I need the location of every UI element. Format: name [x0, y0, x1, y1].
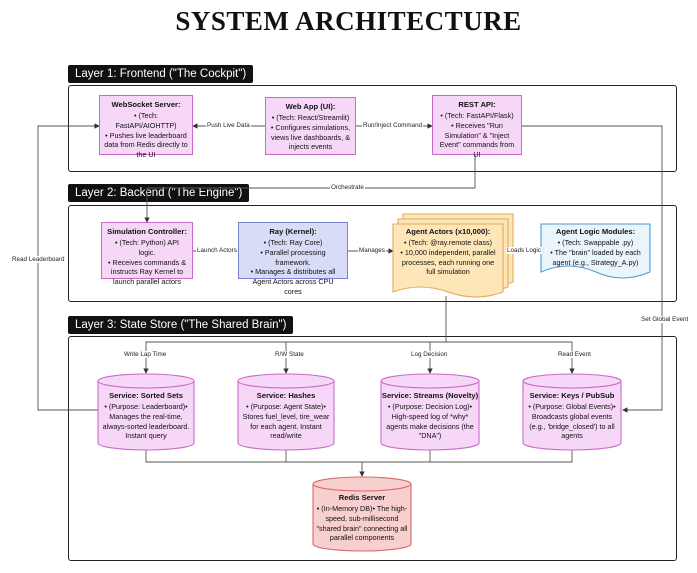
- label-run-inject: Run/Inject Command: [362, 122, 424, 129]
- node-line: • (Purpose: Global Events): [528, 402, 614, 412]
- label-manages: Manages: [358, 247, 386, 254]
- edge-actors-bus: [143, 296, 447, 374]
- label-push-live: Push Live Data: [206, 122, 251, 129]
- node-title: REST API:: [458, 100, 496, 109]
- agent-logic-shape: [540, 223, 651, 279]
- label-log-decision: Log Decision: [410, 351, 449, 358]
- node-line: • Receives "Run Simulation" & "Inject Ev…: [439, 120, 515, 160]
- node-line: • (Purpose: Agent State): [246, 402, 324, 412]
- label-launch-actors: Launch Actors: [196, 247, 238, 254]
- diagram-title: SYSTEM ARCHITECTURE: [175, 6, 522, 36]
- node-line: • Receives commands & instructs Ray Kern…: [107, 257, 186, 287]
- label-orchestrate: Orchestrate: [330, 184, 365, 191]
- hashes-cylinder: [237, 373, 335, 451]
- pubsub-cylinder: [522, 373, 622, 451]
- streams-node: Service: Streams (Novelty) • (Purpose: De…: [381, 391, 479, 441]
- node-line: • (Tech: React/Streamlit): [271, 113, 350, 123]
- sorted-sets-node: Service: Sorted Sets • (Purpose: Leaderbo…: [98, 391, 194, 441]
- label-rw-state: R/W State: [274, 351, 305, 358]
- node-line: • Pushes live leaderboard data from Redi…: [104, 130, 188, 160]
- websocket-server-node: WebSocket Server: • (Tech: FastAPI/AIOHTT…: [99, 95, 193, 159]
- node-line: • (Tech: Ray Core): [263, 238, 323, 248]
- streams-cylinder: [380, 373, 480, 451]
- backend-layer-label: Layer 2: Backend ("The Engine"): [68, 184, 250, 202]
- label-loads-logic: Loads Logic: [506, 247, 542, 254]
- node-title: Agent Logic Modules:: [555, 227, 636, 236]
- sorted-sets-cylinder: [97, 373, 195, 451]
- ray-kernel-node: Ray (Kernel): • (Tech: Ray Core)• Paralle…: [238, 222, 348, 296]
- node-line: • Manages the real-time, always-sorted l…: [102, 402, 190, 441]
- simulation-controller-node: Simulation Controller: • (Tech: Python) A…: [101, 222, 193, 286]
- node-title: Web App (UI):: [285, 102, 336, 111]
- label-read-leaderboard: Read Leaderboard: [11, 256, 66, 263]
- label-write-lap: Write Lap Time: [123, 351, 168, 358]
- pubsub-node: Service: Keys / PubSub • (Purpose: Global…: [523, 391, 621, 441]
- node-line: • Configures simulations, views live das…: [270, 122, 351, 152]
- hashes-node: Service: Hashes • (Purpose: Agent State)•…: [238, 391, 334, 441]
- node-line: • (Tech: FastAPI/Flask): [440, 111, 514, 121]
- node-title: Service: Keys / PubSub: [529, 391, 615, 400]
- node-line: • (Tech: FastAPI/AIOHTTP): [115, 111, 177, 130]
- node-line: • (Tech: Python) API logic.: [114, 238, 180, 257]
- node-title: Redis Server: [338, 493, 386, 502]
- agent-logic-node: Agent Logic Modules: • (Tech: Swappable .…: [541, 224, 650, 272]
- node-title: Ray (Kernel):: [269, 227, 317, 236]
- label-read-event: Read Event: [557, 351, 592, 358]
- edge-services-bus: [145, 450, 573, 463]
- frontend-layer-label: Layer 1: Frontend ("The Cockpit"): [68, 65, 254, 83]
- node-line: • Manages & distributes all Agent Actors…: [250, 267, 336, 296]
- store-layer-label: Layer 3: State Store ("The Shared Brain"…: [68, 316, 294, 334]
- edge-read-leaderboard: [37, 123, 100, 411]
- node-title: Simulation Controller:: [107, 227, 187, 236]
- node-line: • The high-speed, sub-millisecond "share…: [316, 504, 408, 543]
- redis-cylinder: [312, 476, 412, 552]
- edge-set-global: [522, 125, 663, 413]
- node-line: • (Tech: @ray.remote class): [404, 238, 492, 248]
- node-title: Agent Actors (x10,000):: [405, 227, 491, 236]
- node-line: • Stores fuel_level, tire_wear for each …: [242, 402, 330, 441]
- node-line: • 10,000 independent, parallel processes…: [400, 247, 496, 277]
- rest-api-node: REST API: • (Tech: FastAPI/Flask)• Receiv…: [432, 95, 522, 159]
- redis-server-node: Redis Server • (In-Memory DB)• The high-s…: [313, 493, 411, 543]
- node-line: • (Tech: Swappable .py): [557, 238, 634, 248]
- node-line: • High-speed log of *why* agents make de…: [386, 402, 474, 441]
- node-line: • Parallel processing framework.: [260, 247, 326, 267]
- node-title: Service: Streams (Novelty): [381, 391, 479, 400]
- node-title: WebSocket Server:: [111, 100, 181, 109]
- web-app-node: Web App (UI): • (Tech: React/Streamlit)• …: [265, 97, 356, 155]
- node-line: • (Purpose: Leaderboard): [104, 402, 186, 412]
- agent-actors-node: Agent Actors (x10,000): • (Tech: @ray.rem…: [393, 224, 503, 284]
- agent-actors-shape: [392, 213, 514, 298]
- label-set-global: Set Global Event: [640, 316, 690, 323]
- node-title: Service: Sorted Sets: [109, 391, 183, 400]
- node-line: • (In-Memory DB): [316, 504, 373, 514]
- node-line: • (Purpose: Decision Log): [387, 402, 470, 412]
- node-title: Service: Hashes: [256, 391, 316, 400]
- edge-read-event: [446, 341, 575, 374]
- node-line: • Broadcasts global events (e.g., 'bridg…: [529, 402, 616, 441]
- edge-orchestrate: [144, 155, 476, 223]
- node-line: • The "brain" loaded by each agent (e.g.…: [550, 247, 641, 267]
